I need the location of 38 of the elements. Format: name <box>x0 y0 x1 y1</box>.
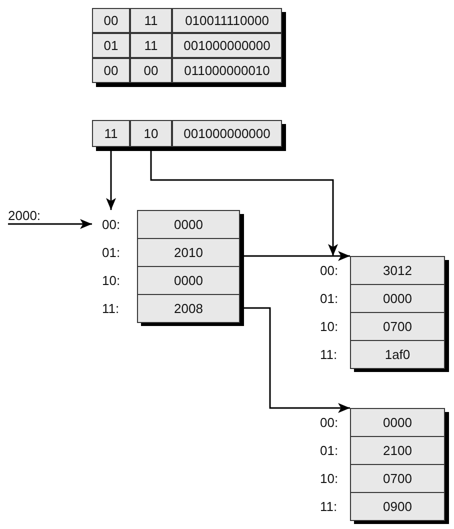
offset-label: 10: <box>102 272 120 290</box>
memory-cell: 2008 <box>137 294 240 323</box>
memory-cell: 0900 <box>350 492 445 521</box>
register-cell: 11 <box>92 120 130 147</box>
address-label: 2000: <box>8 207 41 224</box>
offset-label: 10: <box>320 470 338 488</box>
memory-cell: 0000 <box>137 266 240 295</box>
table-cell: 00 <box>92 8 130 33</box>
table-cell: 011000000010 <box>172 58 282 83</box>
table-cell: 010011110000 <box>172 8 282 33</box>
offset-label: 10: <box>320 318 338 336</box>
register-cell: 001000000000 <box>172 120 282 147</box>
offset-label: 11: <box>102 300 120 318</box>
offset-label: 01: <box>320 442 338 460</box>
table-cell: 01 <box>92 33 130 58</box>
offset-label: 11: <box>320 498 338 516</box>
memory-cell: 3012 <box>350 256 445 285</box>
memory-cell: 0000 <box>350 408 445 437</box>
offset-label: 01: <box>102 244 120 262</box>
offset-label: 01: <box>320 290 338 308</box>
table-cell: 11 <box>130 8 172 33</box>
offset-label: 00: <box>320 414 338 432</box>
memory-cell: 0000 <box>137 210 240 239</box>
memory-cell: 2100 <box>350 436 445 465</box>
register-cell: 10 <box>130 120 172 147</box>
table-cell: 001000000000 <box>172 33 282 58</box>
offset-label: 00: <box>320 262 338 280</box>
memory-cell: 0700 <box>350 312 445 341</box>
memory-cell: 1af0 <box>350 340 445 369</box>
offset-label: 11: <box>320 346 338 364</box>
memory-cell: 0000 <box>350 284 445 313</box>
memory-cell: 2010 <box>137 238 240 267</box>
arrow <box>8 219 92 229</box>
table-cell: 11 <box>130 33 172 58</box>
table-cell: 00 <box>92 58 130 83</box>
memory-cell: 0700 <box>350 464 445 493</box>
table-cell: 00 <box>130 58 172 83</box>
offset-label: 00: <box>102 216 120 234</box>
